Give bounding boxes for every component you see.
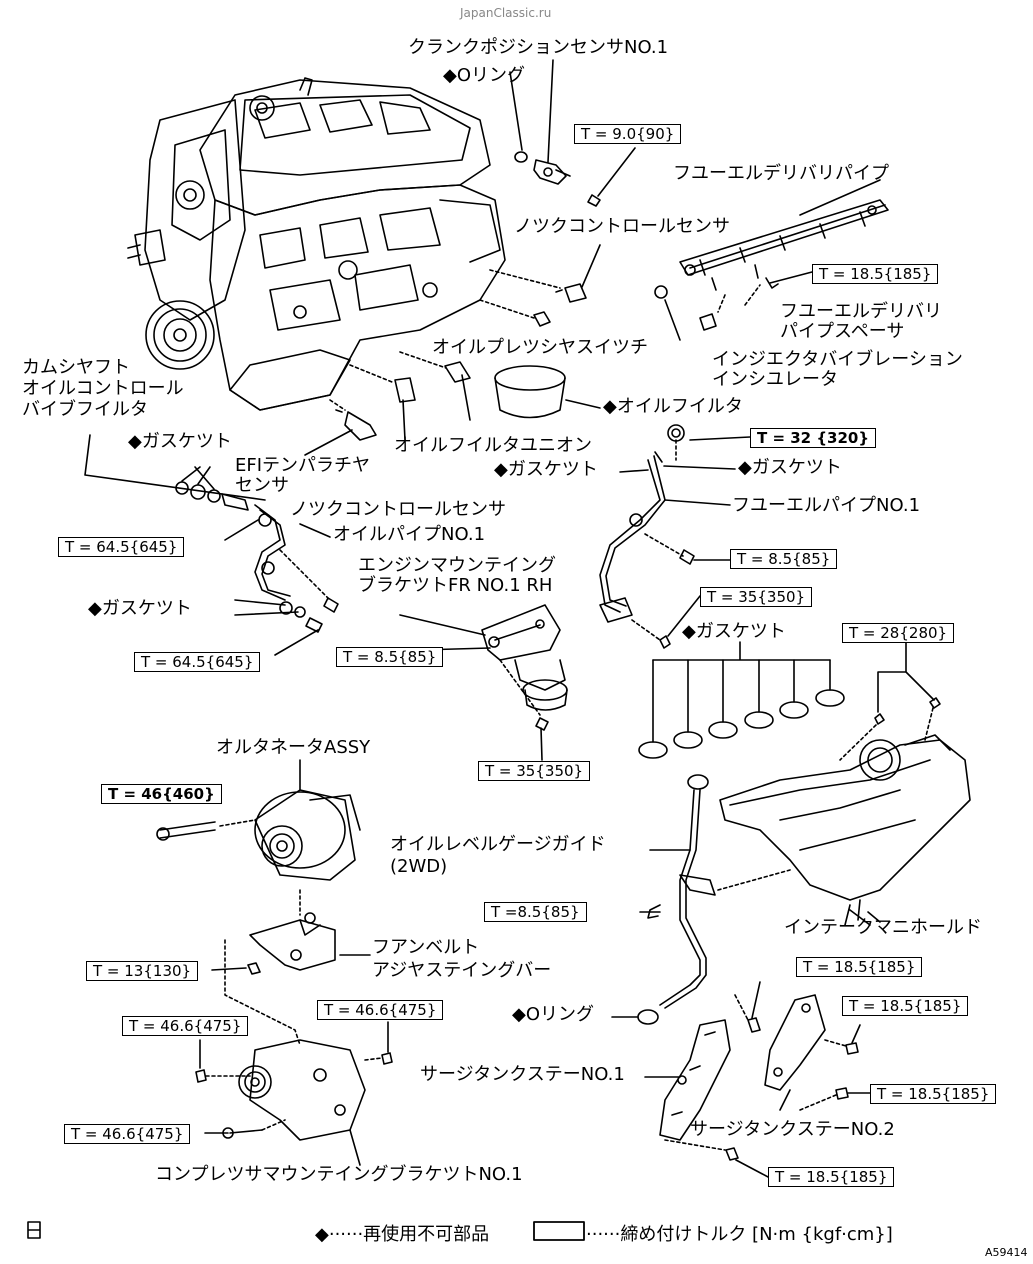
torque-box: T = 46.6{475} xyxy=(317,1000,444,1020)
intake-manifold-drawing xyxy=(719,639,971,926)
torque-box: T = 18.5{185} xyxy=(768,1167,895,1187)
label-cam-filter: カムシヤフト オイルコントロール バイブフイルタ xyxy=(22,357,184,420)
label-oil-filter-union: オイルフイルタユニオン xyxy=(394,435,592,456)
fan-belt-bar-drawing xyxy=(211,889,371,1046)
torque-box: T = 18.5{185} xyxy=(870,1084,997,1104)
surge-stays-drawing xyxy=(644,981,871,1179)
label-gasket-2: ◆ガスケツト xyxy=(494,459,598,480)
alternator-drawing xyxy=(156,759,361,881)
label-fuel-delivery-pipe: フユーエルデリバリパイプ xyxy=(673,163,889,184)
watermark: JapanClassic.ru xyxy=(460,6,552,20)
engine-bracket-drawing xyxy=(399,604,568,761)
torque-box: T = 18.5{185} xyxy=(842,996,969,1016)
engine-block-drawing xyxy=(127,77,506,411)
label-gasket-1: ◆ガスケツト xyxy=(128,431,232,452)
torque-box: T = 13{130} xyxy=(86,961,199,981)
label-oil-pressure-switch: オイルプレツシヤスイツチ xyxy=(432,337,648,358)
torque-box: T = 46.6{475} xyxy=(64,1124,191,1144)
label-fan-belt-bar: フアンベルト アジヤステイングバー xyxy=(372,937,552,981)
torque-box: T = 64.5{645} xyxy=(134,652,261,672)
knock-sensor-top-drawing xyxy=(479,244,601,327)
legend-non-reusable: ◆······再使用不可部品 xyxy=(315,1224,490,1245)
label-fuel-spacer: フユーエルデリバリ パイプスペーサ xyxy=(780,301,942,342)
torque-box: T = 46.6{475} xyxy=(122,1016,249,1036)
torque-box: T = 8.5{85} xyxy=(336,647,444,667)
label-knock-sensor-top: ノツクコントロールセンサ xyxy=(514,216,730,237)
gasket-rings-drawing xyxy=(638,641,845,759)
torque-box: T = 18.5{185} xyxy=(796,957,923,977)
label-surge-stay-1: サージタンクステーNO.1 xyxy=(420,1064,625,1085)
label-gasket-5: ◆ガスケツト xyxy=(682,621,786,642)
diagram-code: A59414 xyxy=(985,1246,1028,1259)
label-crank-sensor: クランクポジションセンサNO.1 xyxy=(408,37,669,58)
corner-icon xyxy=(27,1221,41,1239)
label-compressor-bracket: コンプレツサマウンテイングブラケツトNO.1 xyxy=(155,1164,523,1185)
legend-box-sample xyxy=(533,1221,585,1241)
fuel-pipe-drawing xyxy=(599,424,751,649)
torque-box: T = 35{350} xyxy=(478,761,591,781)
torque-box: T = 9.0{90} xyxy=(574,124,682,144)
label-gasket-4: ◆ガスケツト xyxy=(88,598,192,619)
compressor-bracket-drawing xyxy=(195,1021,393,1166)
torque-box: T = 64.5{645} xyxy=(58,537,185,557)
oil-pipe-drawing xyxy=(84,434,339,656)
manifold-leader xyxy=(867,911,881,923)
label-efi-sensor: EFIテンパラチヤ センサ xyxy=(235,455,371,496)
label-knock-sensor-bottom: ノツクコントロールセンサ xyxy=(290,499,506,520)
legend-torque-note: ······締め付けトルク [N·m {kgf·cm}] xyxy=(586,1224,893,1245)
label-intake-manifold: インテークマニホールド xyxy=(784,917,982,938)
oil-parts-drawing xyxy=(349,299,681,441)
torque-box: T = 8.5{85} xyxy=(730,549,838,569)
label-oil-filter: ◆オイルフイルタ xyxy=(603,396,743,417)
efi-sensor-drawing xyxy=(304,399,377,456)
label-o-ring-bottom: ◆Oリング xyxy=(512,1004,595,1025)
label-injector-insulator: インジエクタバイブレーション インシユレータ xyxy=(712,349,963,390)
label-oil-pipe: オイルパイプNO.1 xyxy=(333,524,486,545)
label-o-ring-top: ◆Oリング xyxy=(443,65,526,86)
torque-box: T = 32 {320} xyxy=(750,428,877,448)
torque-box: T = 46{460} xyxy=(101,784,222,804)
torque-box: T = 35{350} xyxy=(700,587,813,607)
label-surge-stay-2: サージタンクステーNO.2 xyxy=(690,1119,895,1140)
label-gasket-3: ◆ガスケツト xyxy=(738,457,842,478)
crank-sensor-drawing xyxy=(509,59,636,207)
torque-box: T = 28{280} xyxy=(842,623,955,643)
label-fuel-pipe: フユーエルパイプNO.1 xyxy=(732,495,921,516)
dipstick-drawing xyxy=(611,774,791,1025)
label-alternator: オルタネータASSY xyxy=(216,737,371,758)
label-dipstick-guide: オイルレベルゲージガイド (2WD) xyxy=(390,834,606,877)
label-engine-bracket: エンジンマウンテイング ブラケツトFR NO.1 RH xyxy=(358,555,556,596)
torque-box: T =8.5{85} xyxy=(484,902,587,922)
fuel-rail-drawing xyxy=(654,179,889,331)
torque-box: T = 18.5{185} xyxy=(812,264,939,284)
